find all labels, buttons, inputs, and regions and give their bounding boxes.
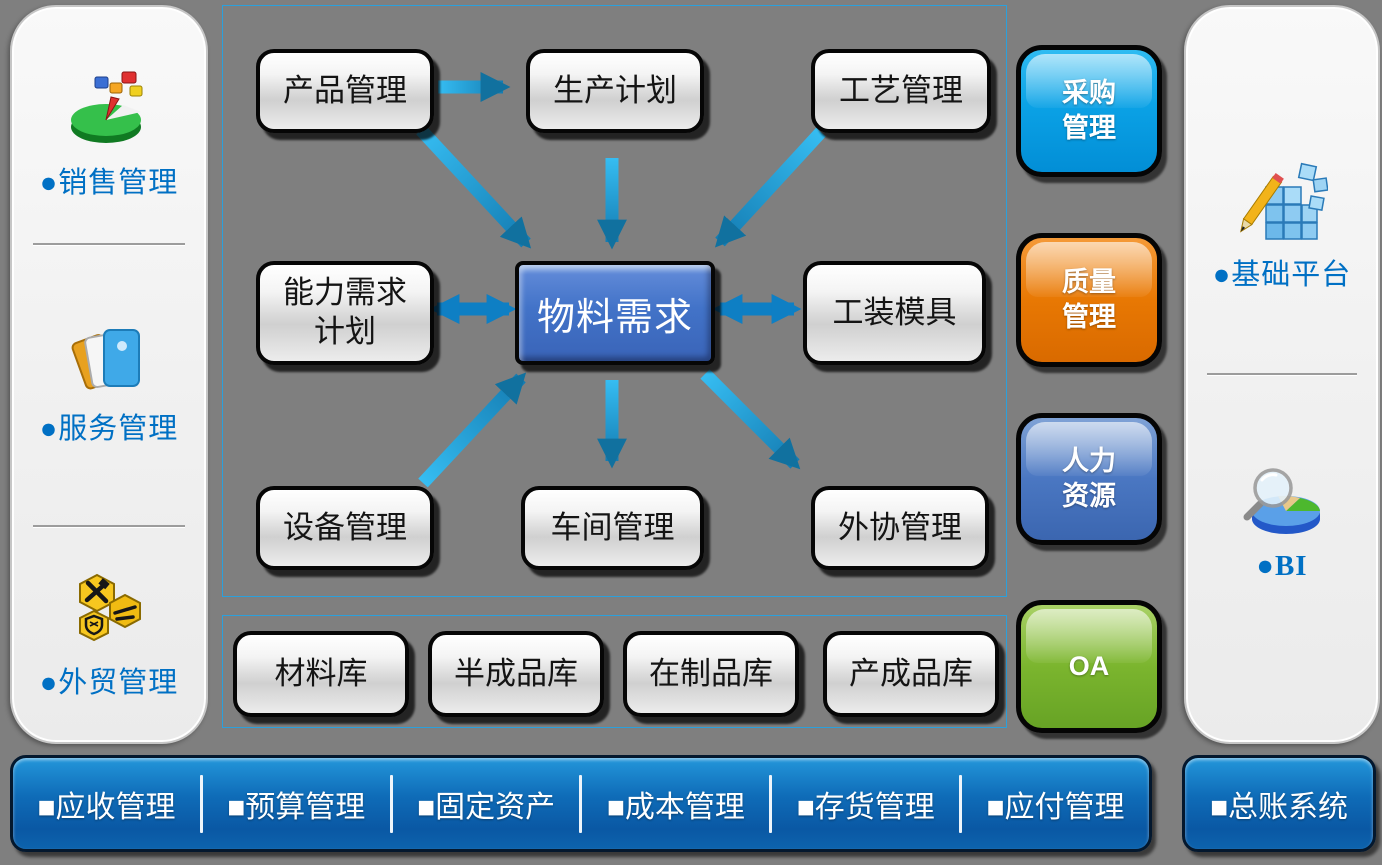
bottom-item-receivables[interactable]: ■应收管理 bbox=[37, 790, 176, 824]
pie-chart-icon bbox=[71, 71, 143, 143]
bottom-item-general-ledger: ■总账系统 bbox=[1209, 790, 1349, 824]
box-label: 能力需求 计划 bbox=[283, 275, 407, 349]
button-label: 采购 管理 bbox=[1062, 77, 1116, 143]
box-equipment-management[interactable]: 设备管理 bbox=[256, 486, 434, 570]
box-process-management[interactable]: 工艺管理 bbox=[811, 49, 991, 133]
separator bbox=[199, 774, 203, 833]
trade-hexagons-icon bbox=[79, 573, 141, 642]
box-material-warehouse[interactable]: 材料库 bbox=[233, 631, 409, 717]
box-workshop-management[interactable]: 车间管理 bbox=[521, 486, 704, 570]
general-ledger-bar[interactable]: ■总账系统 bbox=[1182, 755, 1376, 852]
box-production-plan[interactable]: 生产计划 bbox=[526, 49, 704, 133]
box-semifinished-warehouse[interactable]: 半成品库 bbox=[428, 631, 604, 717]
button-label: 人力 资源 bbox=[1062, 445, 1116, 511]
sidebar-item-base-platform[interactable]: ●基础平台 bbox=[1186, 157, 1378, 293]
bottom-item-budget[interactable]: ■预算管理 bbox=[227, 790, 366, 824]
bi-magnifier-pie-icon bbox=[1243, 468, 1320, 534]
left-sidebar: ●销售管理 ●服务管理 ●外贸管理 bbox=[10, 5, 208, 744]
box-label: 产品管理 bbox=[283, 72, 407, 108]
bottom-item-cost[interactable]: ■成本管理 bbox=[606, 790, 745, 824]
building-blocks-icon bbox=[1240, 162, 1328, 240]
mrp-diagram-frame: 产品管理 生产计划 工艺管理 能力需求 计划 物料需求 工装模具 设备管理 车间… bbox=[222, 5, 1007, 597]
separator bbox=[769, 774, 773, 833]
sidebar-item-label: ●外贸管理 bbox=[39, 667, 179, 699]
button-label: OA bbox=[1068, 650, 1110, 681]
folders-icon bbox=[71, 329, 140, 390]
bottom-item-inventory[interactable]: ■存货管理 bbox=[796, 790, 935, 824]
separator bbox=[959, 774, 963, 833]
box-material-requirements[interactable]: 物料需求 bbox=[515, 261, 715, 365]
sidebar-item-service[interactable]: ●服务管理 bbox=[12, 315, 206, 447]
box-tooling-molds[interactable]: 工装模具 bbox=[803, 261, 986, 365]
sidebar-item-label: ●BI bbox=[1256, 550, 1308, 582]
box-label: 设备管理 bbox=[283, 509, 407, 545]
box-label: 工装模具 bbox=[832, 294, 957, 330]
box-outsourcing-management[interactable]: 外协管理 bbox=[811, 486, 989, 570]
finance-bottom-bar: ■应收管理 ■预算管理 ■固定资产 ■成本管理 ■存货管理 ■应付管理 bbox=[10, 755, 1152, 852]
sidebar-item-foreign-trade[interactable]: ●外贸管理 bbox=[12, 569, 206, 701]
sidebar-item-label: ●销售管理 bbox=[39, 167, 179, 199]
sidebar-divider bbox=[1207, 373, 1357, 375]
bottom-item-fixed-assets[interactable]: ■固定资产 bbox=[416, 790, 556, 824]
box-label: 材料库 bbox=[274, 655, 368, 691]
arrow-product-to-mrp bbox=[416, 125, 532, 249]
button-human-resources[interactable]: 人力 资源 bbox=[1016, 413, 1162, 545]
right-sidebar: ●基础平台 ●BI bbox=[1184, 5, 1380, 744]
sidebar-item-bi[interactable]: ●BI bbox=[1186, 462, 1378, 583]
box-wip-warehouse[interactable]: 在制品库 bbox=[623, 631, 799, 717]
box-label: 产成品库 bbox=[849, 655, 973, 691]
box-label: 半成品库 bbox=[454, 655, 578, 691]
box-label: 车间管理 bbox=[550, 509, 675, 545]
box-label: 生产计划 bbox=[553, 72, 677, 108]
button-quality-management[interactable]: 质量 管理 bbox=[1016, 233, 1162, 367]
separator bbox=[579, 774, 583, 833]
box-label: 工艺管理 bbox=[839, 72, 963, 108]
sidebar-divider bbox=[33, 525, 185, 527]
box-finished-goods-warehouse[interactable]: 产成品库 bbox=[823, 631, 999, 717]
separator bbox=[389, 774, 393, 833]
box-label: 在制品库 bbox=[649, 655, 773, 691]
arrow-equipment-to-mrp bbox=[418, 372, 527, 488]
sidebar-item-label: ●基础平台 bbox=[1212, 259, 1352, 291]
sidebar-item-label: ●服务管理 bbox=[39, 413, 179, 445]
button-procurement-management[interactable]: 采购 管理 bbox=[1016, 45, 1162, 177]
warehouse-frame: 材料库 半成品库 在制品库 产成品库 bbox=[222, 615, 1007, 728]
arrow-mrp-to-outsourcing bbox=[700, 369, 801, 470]
box-capacity-requirements-plan[interactable]: 能力需求 计划 bbox=[256, 261, 434, 365]
box-label: 物料需求 bbox=[536, 296, 693, 339]
sidebar-item-sales[interactable]: ●销售管理 bbox=[12, 69, 206, 201]
sidebar-divider bbox=[33, 243, 185, 245]
box-label: 外协管理 bbox=[838, 509, 962, 545]
box-product-management[interactable]: 产品管理 bbox=[256, 49, 434, 133]
button-oa[interactable]: OA bbox=[1016, 600, 1162, 733]
bottom-item-payables[interactable]: ■应付管理 bbox=[986, 790, 1125, 824]
arrow-process-to-mrp bbox=[714, 127, 826, 248]
button-label: 质量 管理 bbox=[1062, 266, 1116, 332]
